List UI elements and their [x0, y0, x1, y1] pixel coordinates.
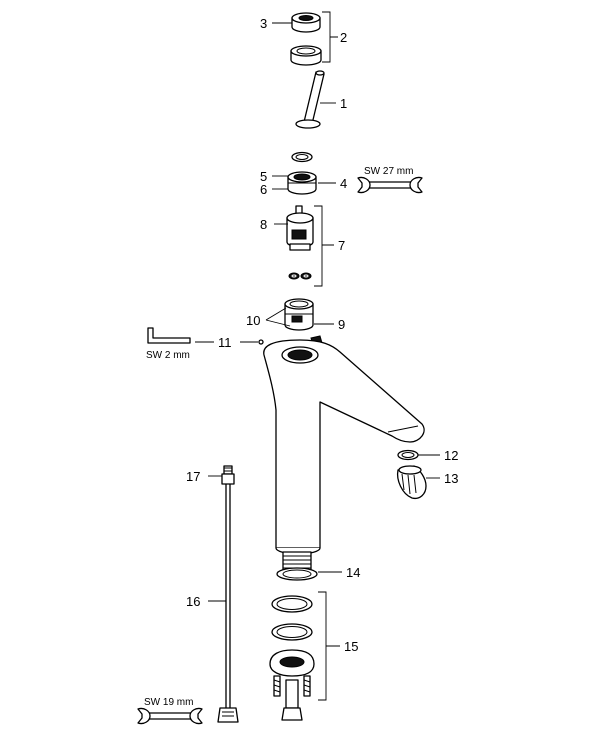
part-1-lever	[295, 70, 325, 129]
faucet-body	[263, 339, 425, 555]
cartridge-seals	[288, 272, 312, 280]
label-8: 8	[260, 217, 267, 232]
part-4-nut	[287, 171, 317, 195]
label-4: 4	[340, 176, 347, 191]
label-16: 16	[186, 594, 200, 609]
part-5-ring	[291, 151, 313, 163]
label-13: 13	[444, 471, 458, 486]
wrench-27mm-icon	[357, 176, 423, 194]
part-2-ring	[290, 45, 322, 66]
hex-key-2mm-icon	[147, 327, 191, 344]
part-11-grub-screw	[258, 339, 264, 345]
part-7-cartridge	[286, 205, 314, 251]
label-1: 1	[340, 96, 347, 111]
label-7: 7	[338, 238, 345, 253]
label-sw-19: SW 19 mm	[144, 697, 193, 708]
part-14-shank	[276, 551, 318, 581]
label-sw-27: SW 27 mm	[364, 166, 413, 177]
tool-size-labels: SW 27 mm SW 2 mm SW 19 mm	[144, 166, 413, 708]
label-11: 11	[218, 335, 232, 350]
part-15-mounting-set	[269, 595, 315, 721]
label-14: 14	[346, 565, 360, 580]
label-15: 15	[344, 639, 358, 654]
part-16-hose	[217, 465, 239, 723]
label-2: 2	[340, 30, 347, 45]
label-17: 17	[186, 469, 200, 484]
label-9: 9	[338, 317, 345, 332]
part-10-insert	[284, 298, 323, 346]
wrench-19mm-icon	[137, 707, 203, 725]
label-6: 6	[260, 182, 267, 197]
label-12: 12	[444, 448, 458, 463]
label-sw-2: SW 2 mm	[146, 350, 190, 361]
leader-lines	[195, 11, 440, 701]
label-5: 5	[260, 169, 267, 184]
part-labels: 3 2 1 5 6 4 8 7 10 9 11 12 13 17 16 14 1…	[186, 16, 458, 654]
part-13-aerator	[396, 465, 427, 500]
part-12-aerator-ring	[397, 449, 419, 461]
label-3: 3	[260, 16, 267, 31]
part-3-cap	[291, 12, 321, 33]
label-10: 10	[246, 313, 260, 328]
